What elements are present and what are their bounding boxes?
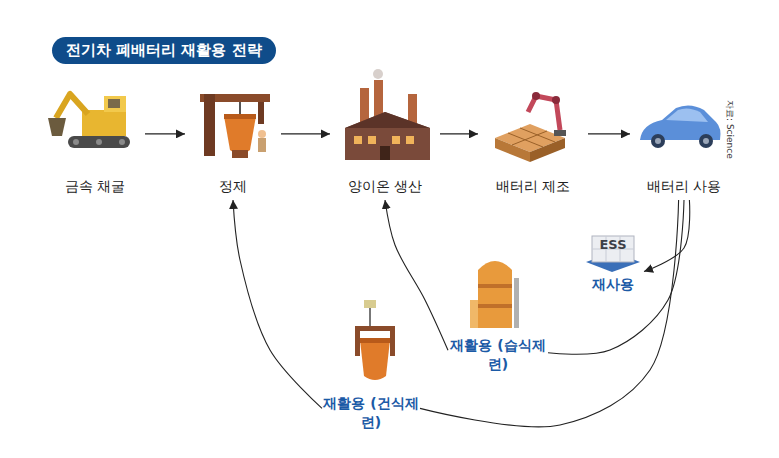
wet-smelting-tank-icon [478, 304, 512, 308]
wet-smelting-tank-icon [478, 261, 512, 328]
refining-icon [224, 116, 256, 154]
refining-icon [224, 114, 256, 119]
process-node: 양이온 생산 [330, 82, 440, 200]
battery-factory-icon [495, 138, 530, 162]
node-label: 재활용 (습식제련) [448, 336, 548, 374]
process-node: ESS 재사용 [582, 232, 644, 298]
excavator-icon [119, 139, 125, 145]
node-label: 양이온 생산 [348, 177, 422, 196]
wet-smelting-tank-icon [470, 261, 519, 328]
wet-smelting-tank-icon [470, 300, 478, 328]
battery-factory-icon [495, 92, 566, 162]
node-label: 배터리 사용 [647, 177, 721, 196]
title-pill: 전기차 폐배터리 재활용 전략 [52, 37, 276, 64]
node-label: ESS [599, 236, 626, 254]
refining-icon [258, 130, 266, 138]
node-label: 금속 채굴 [65, 177, 125, 196]
node-label: 재사용 [592, 275, 634, 294]
battery-factory-icon [554, 130, 566, 136]
source-note: 자료: Science [723, 100, 736, 159]
flow-arrow [420, 200, 679, 427]
flow-arrow [233, 200, 322, 408]
factory-icon [354, 136, 362, 144]
process-node: 재활용 (습식제련) [448, 252, 548, 378]
wet-smelting-tank-icon [478, 284, 512, 288]
dry-smelting-furnace-icon [369, 308, 371, 326]
excavator-icon [104, 96, 126, 112]
car-icon [666, 108, 708, 122]
battery-factory-icon [528, 96, 560, 130]
battery-factory-icon [532, 92, 540, 100]
car-icon [640, 105, 721, 148]
process-node: 정제 [185, 82, 281, 200]
factory-icon [392, 136, 400, 144]
process-node: 배터리 사용 [630, 82, 738, 200]
flow-arrow [145, 133, 185, 134]
flow-arrow [385, 200, 448, 350]
flow-arrow [644, 200, 690, 272]
process-node: 금속 채굴 [45, 82, 145, 200]
process-node: 배터리 제조 [478, 82, 588, 200]
excavator-icon [82, 110, 126, 136]
factory-icon [345, 112, 430, 160]
dry-smelting-furnace-icon [360, 340, 390, 380]
flow-arrow [440, 133, 478, 134]
refining-icon [239, 102, 241, 116]
refining-icon [258, 138, 266, 152]
wet-smelting-tank-icon [514, 278, 519, 328]
refining-icon [200, 94, 270, 158]
dry-smelting-furnace-icon [355, 326, 360, 356]
node-label: 재활용 (건식제련) [322, 394, 420, 432]
dry-smelting-furnace-icon [360, 338, 390, 343]
excavator-icon [68, 136, 130, 148]
node-label: 배터리 제조 [496, 177, 570, 196]
process-node: 재활용 (건식제련) [322, 298, 420, 436]
excavator-icon [108, 99, 120, 108]
dry-smelting-furnace-icon [355, 300, 395, 380]
battery-factory-icon [552, 96, 560, 104]
car-icon [703, 138, 709, 144]
battery-factory-icon [530, 138, 565, 162]
ess-icon [592, 236, 634, 262]
factory-icon [368, 136, 376, 144]
battery-factory-icon [512, 131, 547, 145]
factory-icon [345, 69, 430, 160]
excavator-icon [73, 139, 79, 145]
flow-arrow [281, 133, 330, 134]
flow-arrow [588, 133, 630, 134]
refining-icon [258, 102, 264, 124]
excavator-icon [48, 94, 130, 148]
excavator-icon [96, 139, 102, 145]
node-label: 정제 [219, 177, 247, 196]
excavator-icon [56, 94, 88, 118]
dry-smelting-furnace-icon [364, 300, 376, 308]
factory-icon [345, 112, 430, 128]
factory-icon [406, 136, 414, 144]
ess-icon [586, 236, 640, 272]
factory-icon [373, 69, 383, 79]
refining-icon [232, 150, 248, 158]
car-icon [655, 138, 661, 144]
factory-icon [380, 146, 390, 160]
car-icon [651, 134, 665, 148]
dry-smelting-furnace-icon [390, 326, 395, 356]
dry-smelting-furnace-icon [355, 326, 395, 331]
car-icon [699, 134, 713, 148]
flow-arrow [548, 200, 684, 354]
excavator-icon [48, 118, 66, 136]
refining-icon [204, 94, 215, 156]
